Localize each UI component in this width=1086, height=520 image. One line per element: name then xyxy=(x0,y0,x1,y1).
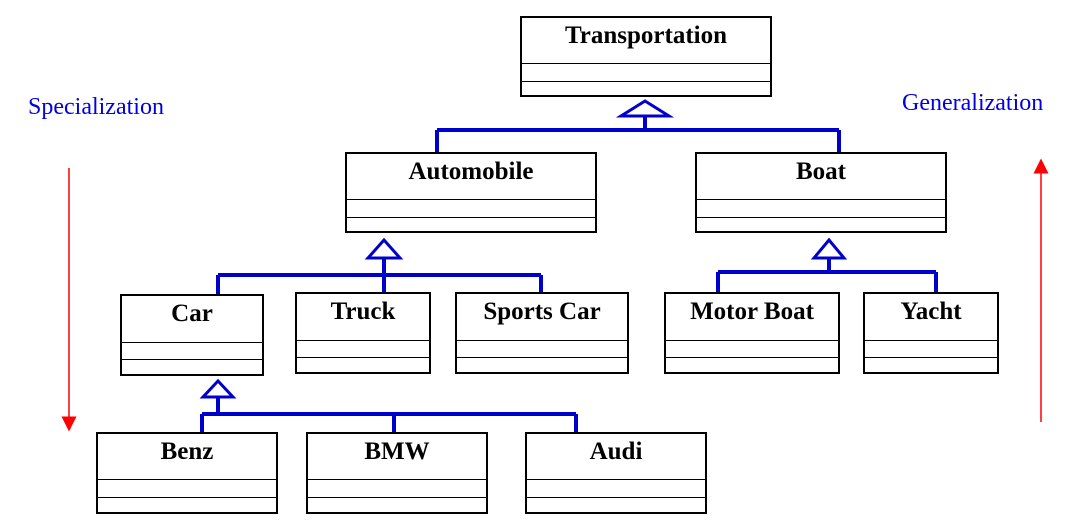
class-name: Transportation xyxy=(564,22,728,49)
class-sports-car: Sports Car xyxy=(455,292,629,374)
class-name: Boat xyxy=(796,158,846,185)
class-bmw: BMW xyxy=(306,432,488,514)
class-name: Benz xyxy=(160,438,214,465)
class-car: Car xyxy=(120,294,264,376)
class-name: Car xyxy=(171,300,213,327)
inheritance-triangle-automobile xyxy=(364,237,404,260)
class-transportation: Transportation xyxy=(520,16,772,97)
class-name: Sports Car xyxy=(483,298,601,325)
class-name: Automobile xyxy=(408,158,534,185)
specialization-label: Specialization xyxy=(28,94,164,120)
class-automobile: Automobile xyxy=(345,152,597,233)
class-boat: Boat xyxy=(695,152,947,233)
class-name: Truck xyxy=(330,298,396,325)
class-motor-boat: Motor Boat xyxy=(664,292,840,374)
inheritance-triangle-transportation xyxy=(615,99,675,118)
inheritance-triangle-car xyxy=(199,378,237,399)
class-yacht: Yacht xyxy=(863,292,999,374)
class-name: BMW xyxy=(364,438,430,465)
inheritance-triangle-boat xyxy=(810,237,848,260)
class-audi: Audi xyxy=(525,432,707,514)
class-truck: Truck xyxy=(295,292,431,374)
class-name: Motor Boat xyxy=(690,298,814,325)
generalization-label: Generalization xyxy=(902,90,1044,116)
class-name: Audi xyxy=(589,438,643,465)
class-benz: Benz xyxy=(96,432,278,514)
class-name: Yacht xyxy=(900,298,962,325)
